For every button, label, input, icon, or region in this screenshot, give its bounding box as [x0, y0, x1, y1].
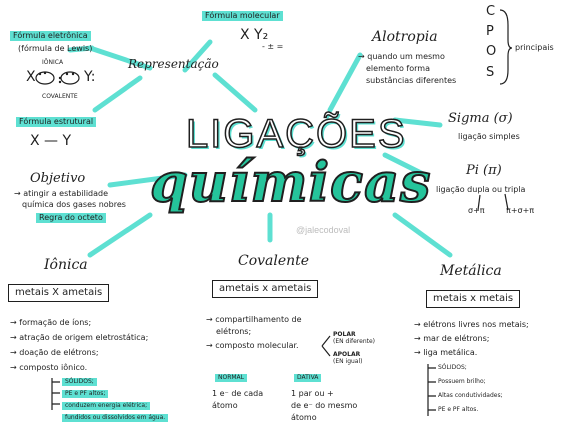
covalente-dativa-3: átomo [291, 413, 317, 422]
metalica-sub-3: Altas condutividades; [438, 392, 503, 399]
alotropia-letter-o: O [486, 44, 497, 59]
formula-estrutural-title: Fórmula estrutural [16, 117, 97, 127]
covalente-polar: POLAR [333, 331, 356, 338]
sigma-title: Sigma (σ) [448, 111, 513, 126]
metalica-box: metais x metais [426, 290, 521, 308]
objetivo-line2: química dos gases nobres [22, 200, 126, 209]
covalente-title: Covalente [238, 253, 310, 269]
alotropia-title: Alotropia [372, 29, 438, 45]
pi-desc: ligação dupla ou tripla [436, 185, 526, 194]
objetivo-title: Objetivo [30, 171, 86, 186]
objetivo-line3: Regra do octeto [36, 213, 106, 223]
ionica-box: metais X ametais [8, 284, 110, 302]
formula-molecular-title: Fórmula molecular [202, 11, 283, 21]
covalente-normal-title: NORMAL [215, 374, 248, 382]
formula-eletronica-subtitle: (fórmula de Lewis) [18, 44, 93, 53]
objetivo-line1: → atingir a estabilidade [14, 189, 109, 198]
metalica-sub-4: PE e PF altos. [438, 406, 479, 413]
alotropia-line3: substâncias diferentes [366, 76, 457, 85]
title-ligacoes: LIGAÇÕES [185, 111, 407, 157]
watermark: @jalecodoval [296, 225, 351, 235]
metalica-sub-1: SÓLIDOS; [438, 364, 467, 371]
covalente-dativa-1: 1 par ou + [291, 389, 334, 398]
formula-eletronica-title: Fórmula eletrônica [10, 31, 91, 41]
title-quimicas: químicas [149, 149, 432, 215]
alotropia-line1: → quando um mesmo [358, 52, 445, 61]
covalente-normal-2: átomo [212, 401, 238, 410]
sigma-desc: ligação simples [458, 132, 520, 141]
alotropia-letter-p: P [486, 24, 494, 39]
formula-molecular-symbols: - ± = [262, 42, 284, 51]
covalente-item-1b: elétrons; [216, 327, 252, 336]
lewis-x: X [26, 69, 36, 85]
covalente-apolar: APOLAR [333, 351, 361, 358]
formula-estrutural-example: X — Y [30, 133, 72, 149]
representacao-label: Representação [128, 57, 219, 71]
alotropia-line2: elemento forma [366, 64, 430, 73]
covalente-normal-1: 1 e⁻ de cada [212, 389, 264, 398]
ionica-sub-1: SÓLIDOS; [62, 378, 97, 386]
covalente-apolar-sub: (EN igual) [333, 358, 363, 365]
covalente-item-2: → composto molecular. [206, 341, 299, 350]
covalente-polar-sub: (EN diferente) [333, 338, 376, 345]
formula-eletronica-covalente-label: COVALENTE [42, 93, 78, 100]
covalente-dativa-2: de e⁻ do mesmo [291, 401, 358, 410]
pi-dupla: σ+π [468, 206, 485, 215]
pi-title: Pi (π) [466, 163, 502, 178]
pi-tripla: π+σ+π [506, 206, 535, 215]
ionica-sub-3: conduzem energia elétrica; [62, 402, 151, 410]
alotropia-principais: principais [515, 43, 554, 52]
covalente-item-1: → compartilhamento de [206, 315, 302, 324]
alotropia-letter-s: S [486, 65, 495, 80]
lewis-y: Y: [84, 69, 96, 85]
formula-molecular-example: X Y₂ [240, 27, 269, 43]
metalica-item-2: → mar de elétrons; [414, 334, 490, 343]
ionica-sub-4: fundidos ou dissolvidos em água. [62, 414, 169, 422]
ionica-sub-2: PE e PF altos; [62, 390, 109, 398]
ionica-item-2: → atração de origem eletrostática; [10, 333, 149, 342]
ionica-item-1: → formação de íons; [10, 318, 92, 327]
metalica-title: Metálica [440, 263, 502, 279]
formula-eletronica-ionica-label: IÔNICA [42, 59, 64, 66]
metalica-item-3: → liga metálica. [414, 348, 478, 357]
ionica-item-4: → composto iônico. [10, 363, 88, 372]
covalente-dativa-title: DATIVA [294, 374, 322, 382]
metalica-item-1: → elétrons livres nos metais; [414, 320, 529, 329]
covalente-box: ametais x ametais [212, 280, 319, 298]
alotropia-letter-c: C [486, 4, 496, 19]
metalica-sub-2: Possuem brilho; [438, 378, 486, 385]
ionica-title: Iônica [44, 257, 88, 273]
ionica-item-3: → doação de elétrons; [10, 348, 99, 357]
